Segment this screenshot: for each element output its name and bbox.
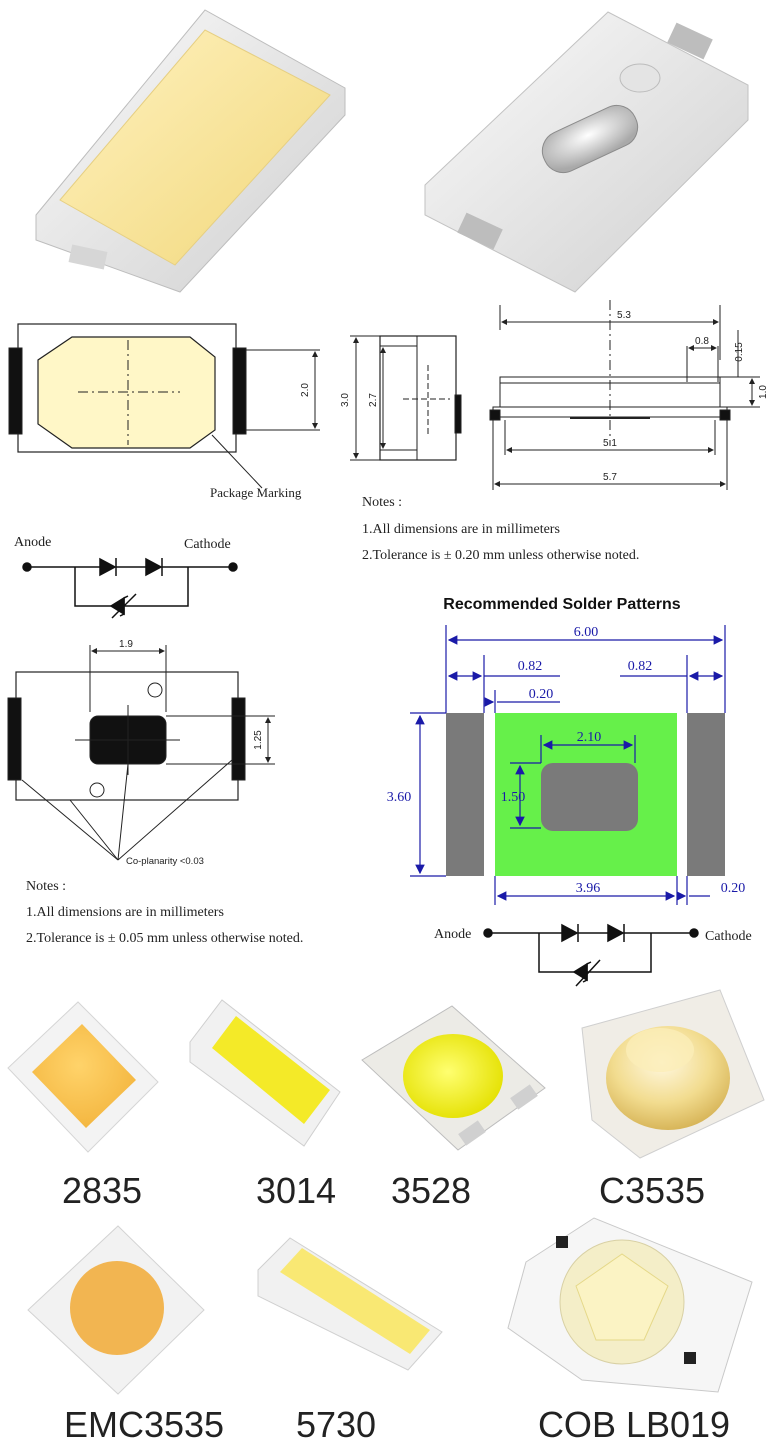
led-cob-lb019-photo (507, 1217, 753, 1393)
led-emc3535-photo (27, 1225, 205, 1395)
dim-solder-gap-right: 0.20 (721, 881, 746, 896)
dim-pad-height: 1.25 (253, 730, 264, 750)
top-notes-title: Notes : (362, 495, 402, 510)
led-3014-photo (189, 999, 341, 1147)
dim-body-height: 3.0 (340, 393, 351, 407)
package-label-3528: 3528 (391, 1170, 471, 1211)
solder-pattern-drawing (410, 625, 726, 905)
dim-pad-width: 1.9 (119, 639, 133, 650)
bottom-notes-line1: 1.All dimensions are in millimeters (26, 905, 224, 920)
led-photo-back-face (424, 11, 749, 293)
dim-solder-center-width: 2.10 (577, 730, 602, 745)
led-2835-photo (7, 1001, 159, 1153)
dim-lead-thickness: 0.15 (734, 342, 745, 362)
package-label-2835: 2835 (62, 1170, 142, 1211)
dim-lead-gap: 0.8 (695, 336, 709, 347)
dim-solder-green-width: 3.96 (576, 881, 601, 896)
dim-solder-center-height: 1.50 (501, 790, 526, 805)
top-notes-line1: 1.All dimensions are in millimeters (362, 522, 560, 537)
package-label-emc3535: EMC3535 (64, 1404, 224, 1445)
bottom-notes-title: Notes : (26, 879, 66, 894)
cathode-label-left: Cathode (184, 537, 231, 552)
led-c3535-photo (581, 989, 765, 1159)
bottom-notes-line2: 2.Tolerance is ± 0.05 mm unless otherwis… (26, 931, 303, 946)
led-3528-photo (361, 1005, 546, 1151)
dim-total-width: 5.3 (617, 310, 631, 321)
package-label-cob-lb019: COB LB019 (538, 1404, 730, 1445)
anode-label-left: Anode (14, 535, 51, 550)
coplanarity-label: Co-planarity <0.03 (126, 856, 204, 867)
circuit-diagram-left (22, 557, 238, 619)
dim-solder-height: 3.60 (387, 790, 412, 805)
anode-label-right: Anode (434, 927, 471, 942)
dim-inner-height: 2.7 (368, 393, 379, 407)
dim-solder-total: 6.00 (574, 625, 599, 640)
top-view-drawing (489, 300, 760, 490)
led-5730-photo (257, 1237, 443, 1371)
dim-outer-width: 5.7 (603, 472, 617, 483)
cathode-label-right: Cathode (705, 929, 752, 944)
top-notes-line2: 2.Tolerance is ± 0.20 mm unless otherwis… (362, 548, 639, 563)
side-view-drawing (350, 335, 462, 461)
dim-window-height: 2.0 (300, 383, 311, 397)
front-view-drawing (8, 323, 320, 489)
bottom-view-drawing (7, 645, 275, 861)
package-label-5730: 5730 (296, 1404, 376, 1445)
solder-pattern-title: Recommended Solder Patterns (443, 596, 681, 613)
dim-inner-width: 5.1 (603, 438, 617, 449)
package-label-3014: 3014 (256, 1170, 336, 1211)
dim-solder-left-pad: 0.82 (518, 659, 543, 674)
dim-solder-gap: 0.20 (529, 687, 554, 702)
package-label-c3535: C3535 (599, 1170, 705, 1211)
dim-solder-right-pad: 0.82 (628, 659, 653, 674)
led-photo-top-face (35, 9, 346, 293)
dim-height: 1.0 (758, 385, 769, 399)
package-marking-label: Package Marking (210, 485, 302, 500)
circuit-diagram-right (483, 923, 699, 987)
